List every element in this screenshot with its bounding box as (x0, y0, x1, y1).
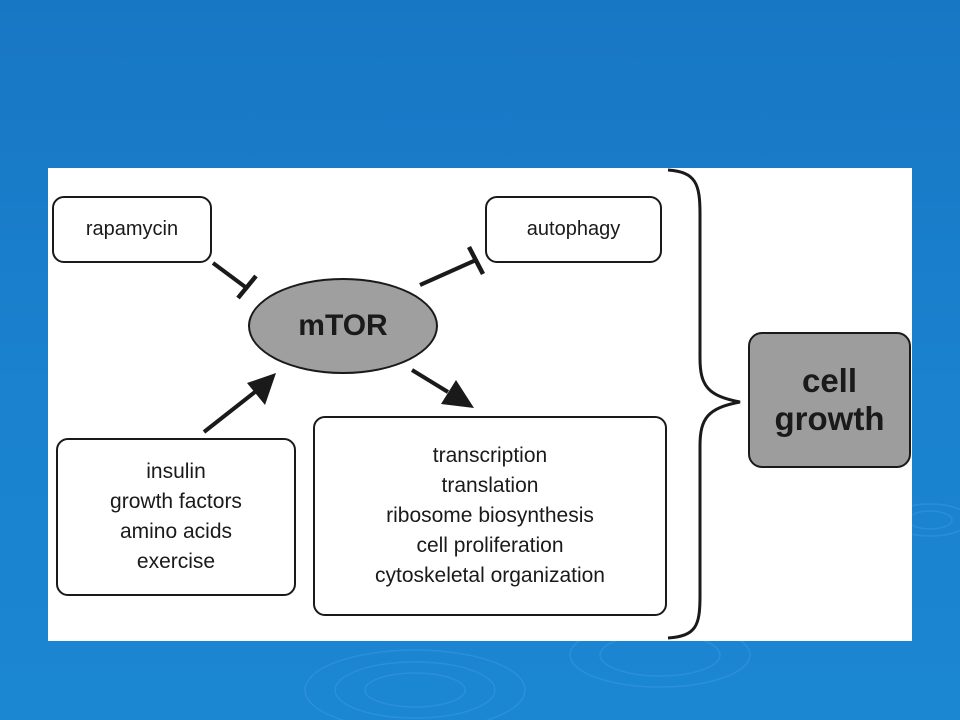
activator-item: exercise (136, 550, 216, 573)
output-item: cell proliferation (416, 534, 564, 557)
pathway-connectors (202, 168, 741, 640)
output-item: transcription (432, 444, 548, 467)
output-item: ribosome biosynthesis (386, 504, 594, 527)
grouping-brace (667, 168, 741, 640)
activator-item: insulin (146, 460, 206, 483)
output-arrow (410, 368, 474, 408)
cell-growth-box: cell growth (748, 332, 911, 468)
autophagy-label: autophagy (526, 218, 621, 240)
rapamycin-label: rapamycin (85, 218, 179, 240)
output-item: translation (441, 474, 539, 497)
cell-growth-label-line1: cell (801, 362, 858, 399)
activator-item: growth factors (110, 490, 242, 513)
output-item: cytoskeletal organization (375, 564, 605, 587)
activation-arrow (202, 373, 276, 434)
autophagy-box: autophagy (485, 196, 662, 263)
outputs-box: transcription translation ribosome biosy… (313, 416, 667, 616)
cell-growth-label-line2: growth (774, 400, 885, 437)
rapamycin-box: rapamycin (52, 196, 212, 263)
mtor-node: mTOR (248, 278, 438, 374)
activator-item: amino acids (119, 520, 233, 543)
inhibition-connector-rapamycin (211, 261, 258, 300)
activators-box: insulin growth factors amino acids exerc… (56, 438, 296, 596)
mtor-label: mTOR (298, 309, 388, 342)
inhibition-connector-autophagy (419, 245, 485, 287)
